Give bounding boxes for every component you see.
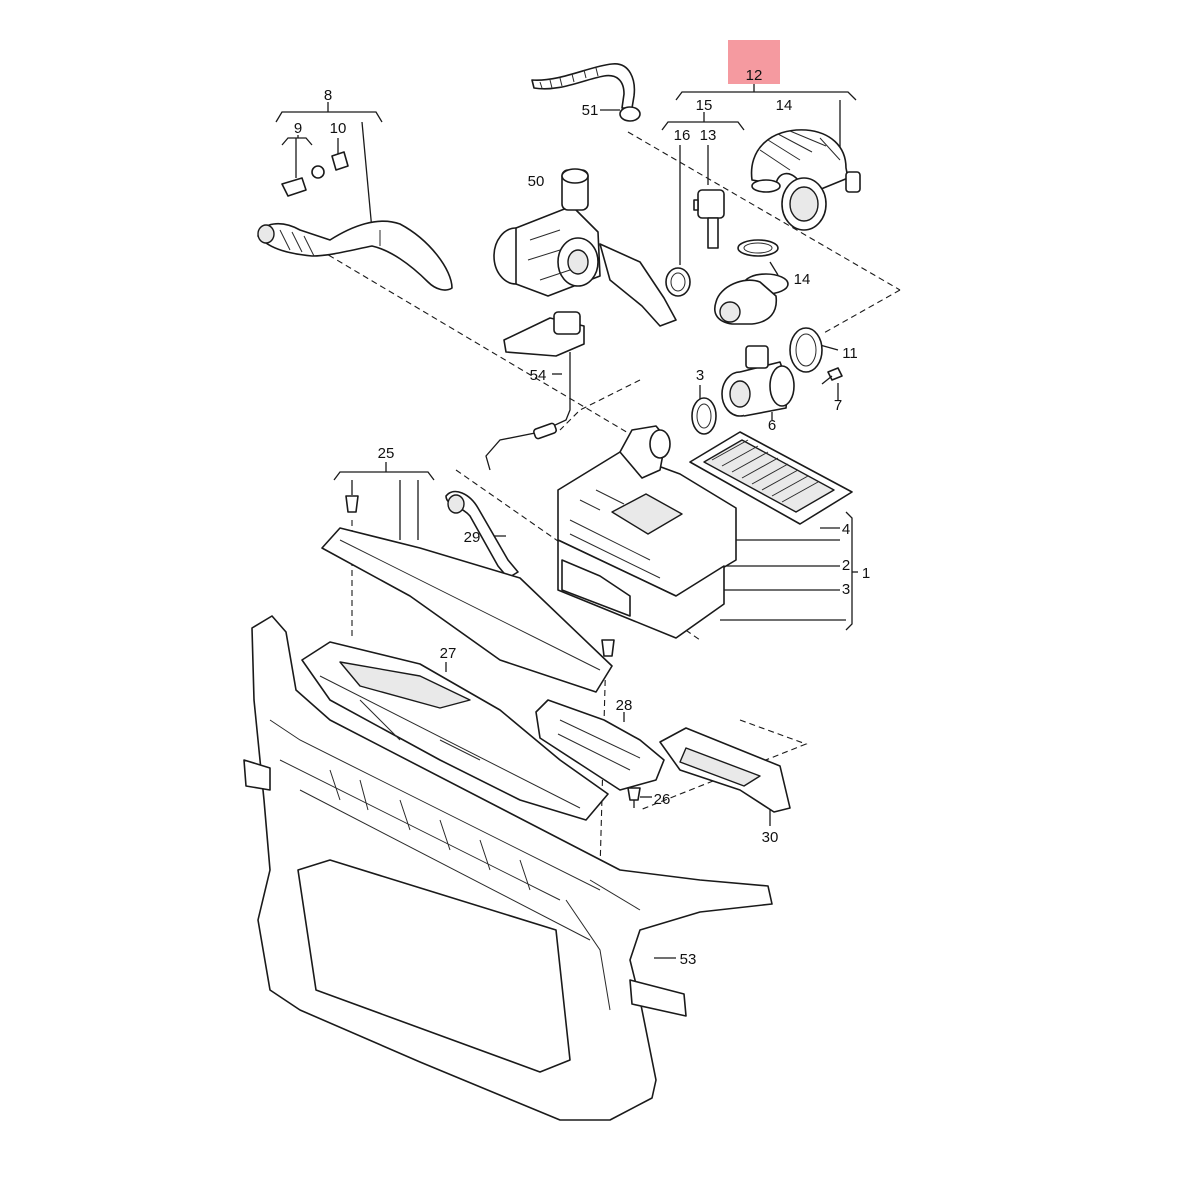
part-13-sensor	[693, 189, 725, 249]
part-3-seal	[691, 397, 717, 435]
label-3-top: 3	[696, 367, 704, 384]
part-27-air-guide	[301, 641, 609, 821]
part-9-10-fasteners	[281, 151, 349, 197]
part-30-air-guide	[659, 727, 791, 813]
label-14-bottom: 14	[794, 271, 811, 288]
elbow-hose	[714, 279, 778, 325]
label-12: 12	[746, 67, 763, 84]
label-25: 25	[378, 445, 395, 462]
part-7-screw	[821, 367, 843, 385]
label-7: 7	[834, 397, 842, 414]
label-16: 16	[674, 127, 691, 144]
label-15: 15	[696, 97, 713, 114]
part-8-air-duct	[257, 220, 453, 291]
label-8: 8	[324, 87, 332, 104]
label-1: 1	[862, 565, 870, 582]
label-53: 53	[680, 951, 697, 968]
highlight-box-12	[728, 40, 780, 84]
part-53-lock-carrier	[243, 615, 773, 1121]
part-29-hose	[445, 490, 519, 579]
label-26: 26	[654, 791, 671, 808]
part-4-filter-element	[689, 431, 853, 525]
label-9: 9	[294, 120, 302, 137]
label-10: 10	[330, 120, 347, 137]
label-28: 28	[616, 697, 633, 714]
label-27: 27	[440, 645, 457, 662]
part-50-turbocharger	[493, 168, 677, 327]
label-4: 4	[842, 521, 850, 538]
part-labels: 12 15 14 16 13 51 50 14 11 3 7 6 54 8 9 …	[294, 67, 870, 968]
label-29: 29	[464, 529, 481, 546]
label-6: 6	[768, 417, 776, 434]
part-26-screw	[627, 787, 641, 808]
label-2: 2	[842, 557, 850, 574]
label-54: 54	[530, 367, 547, 384]
label-3: 3	[842, 581, 850, 598]
label-30: 30	[762, 829, 779, 846]
part-1-air-filter-housing	[557, 425, 737, 639]
part-6-air-mass-meter	[721, 345, 795, 417]
label-51: 51	[582, 102, 599, 119]
leader-lines	[275, 84, 858, 959]
label-50: 50	[528, 173, 545, 190]
part-11-clamp	[789, 327, 823, 373]
part-25-air-guide-panel	[321, 495, 615, 693]
label-13: 13	[700, 127, 717, 144]
label-14-top: 14	[776, 97, 793, 114]
part-54-sensor-wire	[485, 311, 585, 471]
part-14-intake-hose	[750, 129, 861, 231]
part-51-breather-hose	[531, 63, 641, 122]
part-28-bracket	[535, 699, 665, 791]
label-11: 11	[842, 345, 858, 362]
part-16-o-ring	[665, 267, 691, 297]
